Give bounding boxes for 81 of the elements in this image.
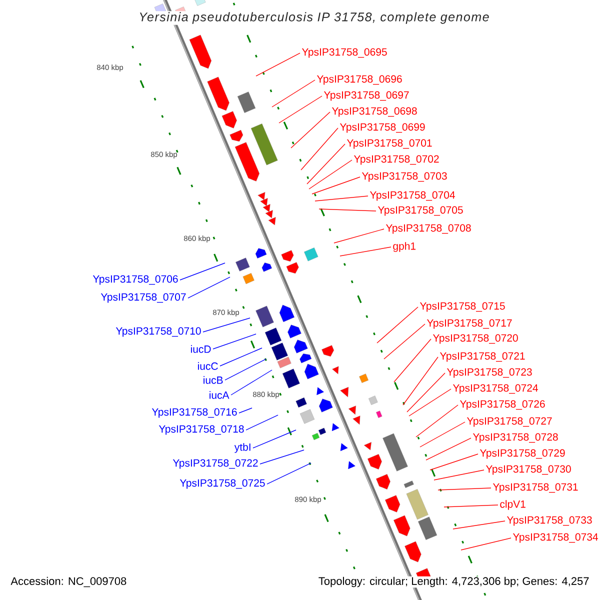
leader-line	[402, 356, 438, 406]
leader-line	[224, 358, 266, 380]
gene-label: YpsIP31758_0725	[180, 479, 265, 489]
leader-line	[426, 438, 472, 460]
gene-label: iucD	[191, 345, 211, 353]
leader-line	[256, 52, 300, 76]
gene-label: YpsIP31758_0708	[386, 224, 471, 234]
title: Yersinia pseudotuberculosis IP 31758, complete genome	[138, 11, 490, 25]
gene-label: YpsIP31758_0726	[460, 400, 545, 410]
leader-line	[434, 470, 484, 480]
gene-label: YpsIP31758_0698	[332, 107, 417, 117]
gene-label: YpsIP31758_0721	[440, 352, 525, 362]
leader-line	[312, 176, 360, 194]
leader-line	[220, 348, 262, 366]
leader-line	[212, 334, 256, 350]
leader-line	[260, 450, 304, 464]
gene-label: gph1	[393, 242, 416, 252]
leader-line	[266, 462, 312, 484]
leader-line	[202, 318, 250, 332]
gene-label: YpsIP31758_0715	[420, 302, 505, 312]
gene-label: iucB	[204, 376, 223, 384]
leader-line	[444, 504, 498, 508]
info-text: Accession: NC_009708	[10, 576, 128, 588]
gene-label: YpsIP31758_0703	[362, 172, 447, 182]
gene-label: YpsIP31758_0731	[492, 483, 578, 493]
leader-line	[416, 404, 458, 438]
gene-label: YpsIP31758_0730	[486, 465, 571, 475]
gene-label: YpsIP31758_0718	[158, 425, 244, 435]
gene-label: YpsIP31758_0699	[340, 123, 425, 133]
leader-line	[238, 408, 252, 414]
gene-label: YpsIP31758_0717	[426, 319, 512, 329]
leader-line	[460, 538, 512, 550]
gene-label: YpsIP31758_0701	[346, 139, 432, 149]
leader-line	[340, 246, 392, 256]
gene-label: YpsIP31758_0705	[378, 206, 463, 216]
gene-label: YpsIP31758_0722	[172, 459, 258, 469]
leader-line	[246, 414, 278, 430]
gene-label: YpsIP31758_0707	[100, 293, 186, 303]
gene-label: YpsIP31758_0734	[512, 533, 598, 543]
gene-label: YpsIP31758_0729	[480, 449, 565, 459]
gene-label: YpsIP31758_0697	[324, 91, 409, 101]
leader-line	[384, 324, 426, 360]
gene-label: YpsIP31758_0723	[446, 368, 532, 378]
info-text: Topology: circular; Length: 4,723,306 bp; Genes: 4,257	[318, 576, 590, 588]
leader-line	[376, 306, 418, 344]
leader-line	[334, 228, 384, 244]
leader-line	[408, 388, 452, 416]
gene-label: YpsIP31758_0733	[506, 516, 592, 526]
leader-line	[290, 112, 330, 148]
gene-label: YpsIP31758_0704	[370, 191, 455, 201]
gene-label: iucC	[198, 362, 218, 370]
gene-label: iucA	[210, 391, 230, 399]
leader-line	[314, 196, 368, 202]
gene-label: ytbI	[234, 443, 250, 453]
leader-line	[180, 262, 226, 280]
gene-label: YpsIP31758_0710	[116, 327, 201, 337]
gene-label: YpsIP31758_0727	[466, 417, 552, 427]
leader-line	[272, 80, 316, 108]
gene-label: YpsIP31758_0706	[92, 275, 178, 285]
leader-line	[318, 208, 376, 212]
leader-line	[420, 422, 466, 448]
gene-label: YpsIP31758_0702	[354, 155, 439, 165]
gene-label: clpV1	[500, 500, 526, 510]
leader-line	[452, 520, 506, 530]
leader-line	[306, 144, 346, 184]
leader-line	[300, 128, 338, 170]
leader-line	[252, 430, 296, 448]
gene-label: YpsIP31758_0696	[316, 75, 402, 85]
gene-label: YpsIP31758_0728	[472, 433, 558, 443]
leader-line	[438, 488, 492, 490]
gene-label: YpsIP31758_0724	[452, 384, 538, 394]
leader-line	[394, 338, 432, 382]
leader-line	[430, 454, 478, 470]
leader-line	[188, 276, 230, 298]
gene-label: YpsIP31758_0720	[432, 334, 518, 344]
leader-line	[406, 372, 446, 412]
leader-line	[308, 160, 352, 190]
gene-label: YpsIP31758_0716	[152, 408, 237, 418]
leader-line	[278, 96, 322, 124]
gene-label: YpsIP31758_0695	[302, 48, 387, 58]
leader-line	[230, 370, 272, 396]
